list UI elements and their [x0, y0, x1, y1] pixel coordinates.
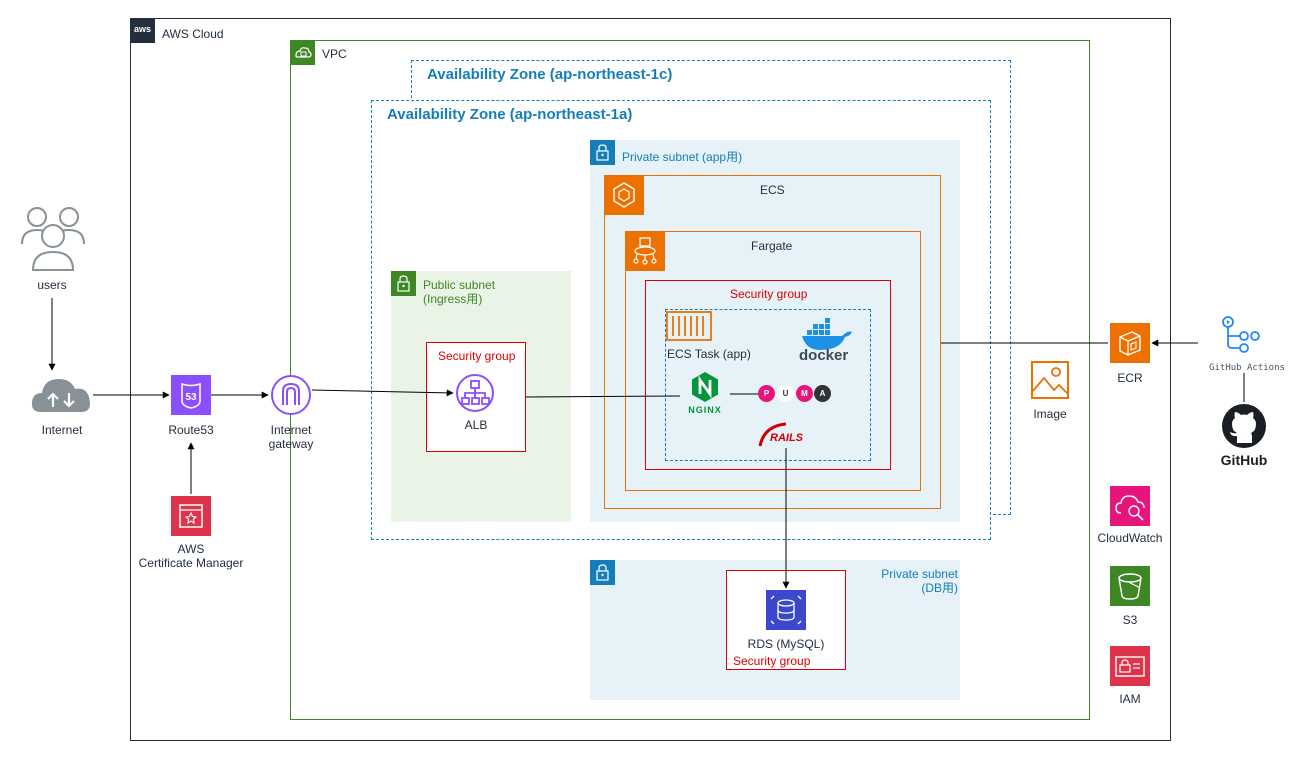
github-actions-icon: [1220, 314, 1260, 356]
public-subnet-title-line1: Public subnet: [423, 278, 496, 292]
ecs-task-label: ECS Task (app): [667, 347, 751, 361]
public-subnet-lock-icon: [391, 271, 416, 296]
ecs-task-container-icon: [665, 309, 713, 343]
internet-gateway-label: Internet gateway: [251, 423, 331, 451]
private-app-subnet-group: [590, 140, 960, 522]
puma-letter-u: U: [777, 385, 794, 402]
ecr-label: ECR: [1117, 371, 1143, 385]
internet-cloud-icon: [31, 372, 93, 414]
ecs-icon: [604, 175, 644, 215]
users-label: users: [37, 278, 67, 292]
internet-gateway-label-line1: Internet: [270, 423, 312, 437]
private-db-subnet-lock-icon: [590, 560, 615, 585]
private-db-subnet-title-line2: (DB用): [921, 581, 958, 595]
aws-logo-icon: aws: [130, 18, 155, 43]
docker-logo-icon: [798, 318, 854, 366]
internet-gateway-icon: [270, 374, 312, 416]
acm-icon: [171, 496, 211, 536]
puma-letter-p: P: [758, 385, 775, 402]
az-1c-title: Availability Zone (ap-northeast-1c): [427, 66, 673, 83]
ecs-task-group: [665, 309, 871, 461]
aws-cloud-group: [130, 18, 1171, 741]
github-icon: [1221, 403, 1267, 449]
svg-text:53: 53: [185, 392, 197, 403]
ecs-title: ECS: [760, 183, 785, 197]
private-db-subnet-title: Private subnet (DB用): [850, 567, 958, 595]
public-subnet-title-line2: (Ingress用): [423, 292, 483, 306]
image-label: Image: [1033, 407, 1067, 421]
github-actions-label: GitHub Actions: [1209, 363, 1285, 373]
fargate-icon: [625, 231, 665, 271]
acm-label: AWS Certificate Manager: [131, 542, 251, 570]
vpc-icon: [290, 40, 315, 65]
users-icon: [17, 202, 87, 272]
alb-label: ALB: [464, 418, 488, 432]
internet-gateway-label-line2: gateway: [268, 437, 314, 451]
rds-security-group-title: Security group: [733, 654, 811, 668]
route53-icon: 53: [171, 375, 211, 415]
fargate-group: [625, 231, 921, 491]
az-1a-title: Availability Zone (ap-northeast-1a): [387, 106, 633, 123]
s3-label: S3: [1122, 613, 1138, 627]
cloudwatch-icon: [1110, 486, 1150, 526]
puma-logo: P U M A: [758, 385, 832, 403]
cloudwatch-label: CloudWatch: [1097, 531, 1163, 545]
rails-logo-text: RAILS: [770, 432, 803, 444]
fargate-title: Fargate: [751, 239, 793, 253]
private-app-subnet-lock-icon: [590, 140, 615, 165]
puma-letter-m: M: [796, 385, 813, 402]
alb-icon: [455, 373, 495, 413]
route53-label: Route53: [168, 423, 214, 437]
aws-cloud-title: AWS Cloud: [162, 27, 224, 41]
s3-icon: [1110, 566, 1150, 606]
github-label: GitHub: [1220, 452, 1268, 468]
image-icon: [1030, 360, 1070, 400]
private-db-subnet-title-line1: Private subnet: [881, 567, 958, 581]
rails-logo-icon: [758, 420, 814, 448]
iam-label: IAM: [1119, 692, 1141, 706]
ecs-group: [604, 175, 941, 509]
acm-label-line1: AWS: [177, 542, 205, 556]
docker-logo-text: docker: [799, 347, 849, 364]
vpc-title: VPC: [322, 47, 347, 61]
ecr-icon: [1110, 323, 1150, 363]
acm-label-line2: Certificate Manager: [138, 556, 244, 570]
nginx-logo-text: NGINX: [688, 405, 722, 415]
puma-letter-a: A: [814, 385, 831, 402]
rds-label: RDS (MySQL): [747, 637, 825, 651]
iam-icon: [1110, 646, 1150, 686]
private-app-subnet-title: Private subnet (app用): [622, 150, 743, 164]
public-subnet-title: Public subnet (Ingress用): [423, 278, 495, 306]
alb-security-group: [426, 342, 526, 452]
internet-label: Internet: [41, 423, 83, 437]
app-security-group: [645, 280, 891, 470]
nginx-logo-icon: [680, 370, 730, 420]
app-security-group-title: Security group: [730, 287, 808, 301]
rds-icon: [766, 590, 806, 630]
aws-logo-text: aws: [133, 24, 151, 34]
alb-security-group-title: Security group: [438, 349, 516, 363]
